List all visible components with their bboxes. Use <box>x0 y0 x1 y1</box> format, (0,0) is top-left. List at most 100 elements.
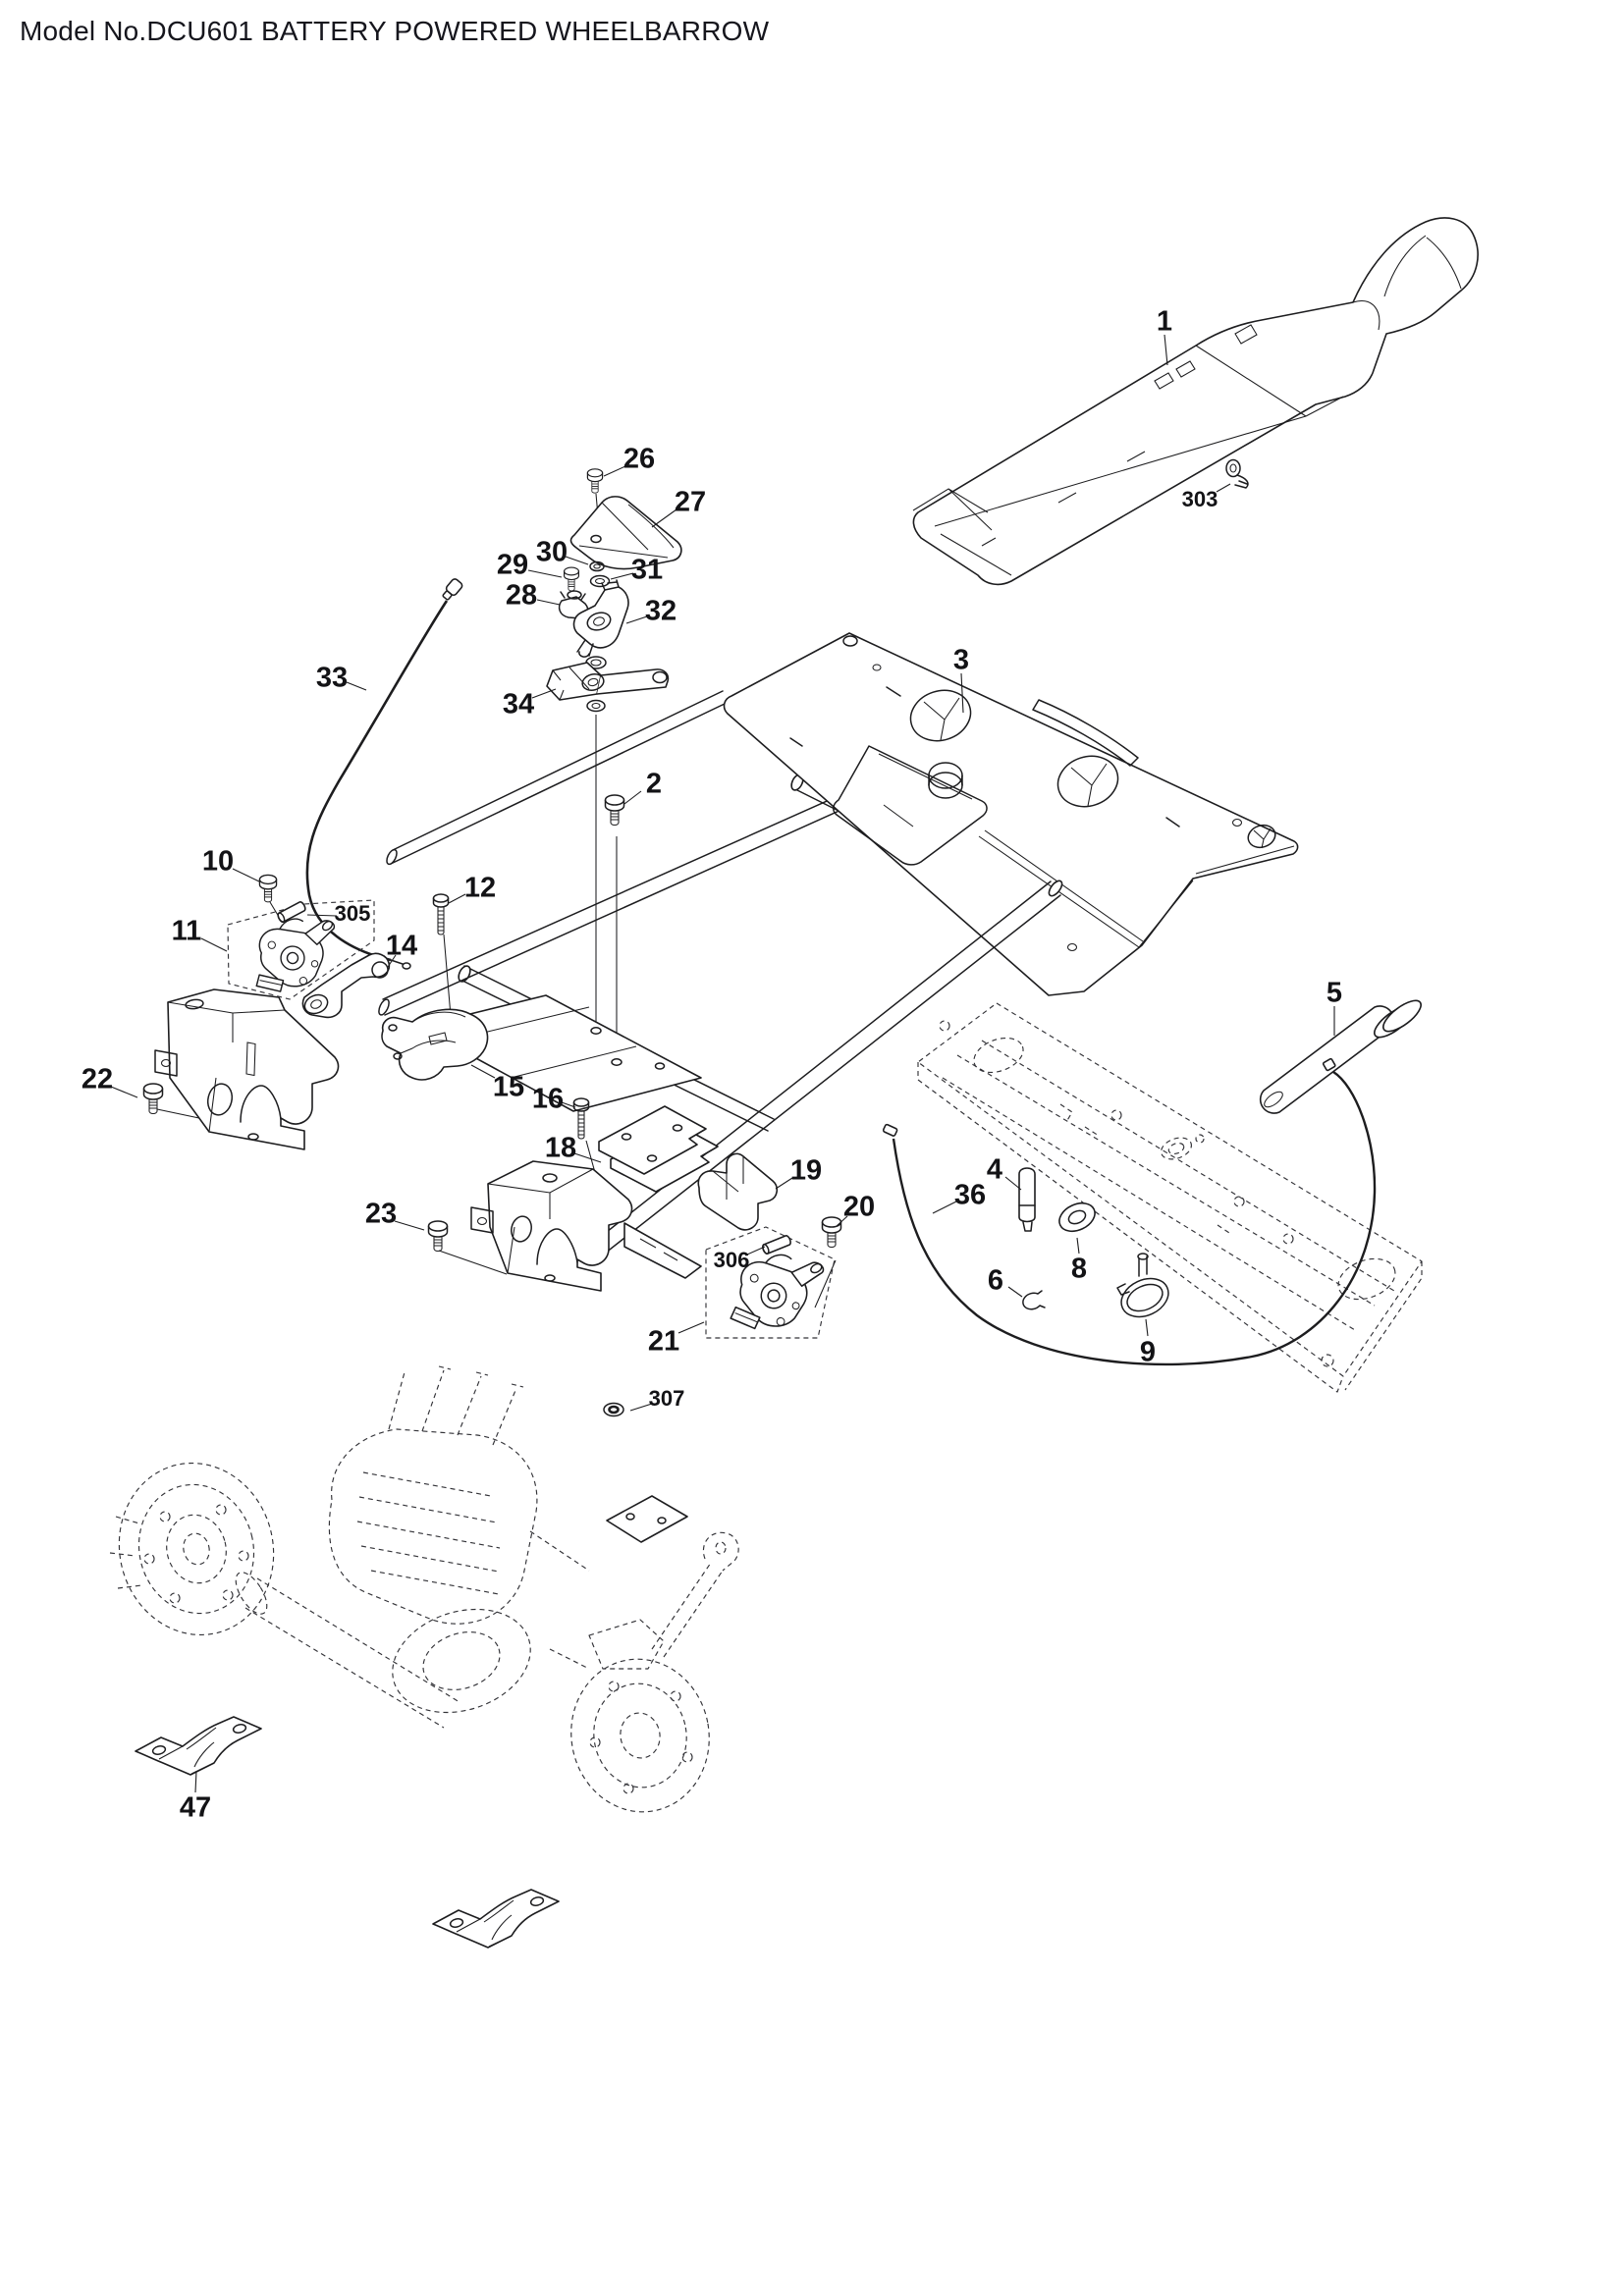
part-callout-34: 34 <box>503 688 534 720</box>
part-callout-6: 6 <box>988 1264 1003 1296</box>
leader-line-307 <box>629 1403 653 1412</box>
leader-line-4 <box>1004 1176 1022 1191</box>
leader-line-19 <box>775 1177 793 1190</box>
part-callout-21: 21 <box>648 1325 679 1357</box>
leader-line-2 <box>623 790 642 805</box>
part-19-bracket <box>697 1152 779 1231</box>
part-callout-307: 307 <box>649 1386 685 1411</box>
part-callout-1: 1 <box>1157 305 1172 337</box>
leader-line-16 <box>561 1101 576 1108</box>
part-callout-22: 22 <box>81 1063 113 1095</box>
part-34-arm <box>546 662 670 701</box>
leader-line-306 <box>746 1246 766 1255</box>
part-callout-36: 36 <box>954 1179 986 1210</box>
leader-line-21 <box>677 1321 705 1334</box>
part-30-ring <box>589 561 605 572</box>
part-10-bolt <box>258 874 278 903</box>
part-32-lever-arm <box>572 579 629 658</box>
leader-line-28 <box>536 599 561 606</box>
part-callout-29: 29 <box>497 549 528 580</box>
leader-line-14 <box>387 954 397 968</box>
part-33-cable <box>305 578 463 970</box>
part-callout-28: 28 <box>506 579 537 611</box>
part-callout-31: 31 <box>631 554 663 585</box>
middle-bracket-tower <box>470 1160 702 1292</box>
leader-line-34 <box>531 688 557 699</box>
part-14-clamp-bar <box>301 952 391 1019</box>
leader-line-32 <box>625 615 648 624</box>
part-callout-33: 33 <box>316 662 348 693</box>
frame-tube-front <box>378 773 893 1016</box>
part-26-bolt <box>586 468 604 494</box>
leader-line-20 <box>836 1215 848 1227</box>
part-8-washer <box>1058 1201 1096 1233</box>
phantom-frame-slab <box>917 1002 1423 1393</box>
leader-line-33 <box>346 681 367 691</box>
part-callout-27: 27 <box>675 486 706 517</box>
part-callout-306: 306 <box>714 1248 750 1272</box>
left-bracket-tower <box>154 988 340 1150</box>
part-callout-4: 4 <box>987 1153 1002 1185</box>
part-307-washer <box>603 1402 624 1417</box>
part-callout-8: 8 <box>1071 1253 1087 1284</box>
leader-line-18 <box>573 1152 602 1163</box>
part-callout-2: 2 <box>646 768 662 799</box>
part-306-pin <box>760 1234 793 1255</box>
leader-line-303 <box>1216 483 1231 493</box>
leader-line-31 <box>610 572 634 580</box>
part-21-brake-assembly <box>705 1226 836 1339</box>
page-title: Model No.DCU601 BATTERY POWERED WHEELBAR… <box>20 16 770 46</box>
part-callout-19: 19 <box>790 1154 822 1186</box>
leader-line-9 <box>1145 1318 1149 1337</box>
leader-line-36 <box>932 1201 957 1214</box>
part-callout-20: 20 <box>843 1191 875 1222</box>
washer-under-34 <box>586 699 606 713</box>
part-20-bolt <box>821 1216 842 1249</box>
part-callout-14: 14 <box>386 930 417 961</box>
part-29-bolt <box>564 566 582 600</box>
part-47-strap <box>135 1716 262 1776</box>
leader-line-8 <box>1076 1237 1080 1255</box>
leader-line-305 <box>306 914 338 917</box>
part-callout-18: 18 <box>545 1132 576 1163</box>
part-27-lever-cover <box>569 496 682 570</box>
part-callout-305: 305 <box>335 901 371 926</box>
leader-line-23 <box>394 1220 425 1231</box>
leader-line-26 <box>603 465 626 477</box>
leader-line-12 <box>448 893 466 904</box>
leader-line-3 <box>960 672 964 714</box>
part-callout-16: 16 <box>532 1083 564 1114</box>
part-callout-30: 30 <box>536 536 568 567</box>
part-callout-12: 12 <box>464 872 496 903</box>
part-18-plates <box>598 1105 719 1193</box>
frame-tube-rear <box>386 690 728 866</box>
part-callout-11: 11 <box>172 915 202 946</box>
part-11-brake-assembly <box>227 899 375 1000</box>
part-callout-303: 303 <box>1182 487 1218 511</box>
part-callout-5: 5 <box>1326 977 1342 1008</box>
part-3-deck-plate <box>723 632 1299 996</box>
leader-line-22 <box>110 1086 138 1098</box>
part-23-bolt <box>427 1220 449 1253</box>
part-callout-15: 15 <box>493 1071 524 1102</box>
part-callout-9: 9 <box>1140 1336 1156 1367</box>
part-callout-3: 3 <box>953 644 969 675</box>
leader-line-15 <box>470 1064 496 1079</box>
part-4-pin <box>1018 1167 1036 1232</box>
leader-line-10 <box>232 868 260 882</box>
part-15-saddle-clamp <box>381 1008 489 1081</box>
part-callout-23: 23 <box>365 1198 397 1229</box>
leader-line-29 <box>527 569 563 578</box>
part-callout-26: 26 <box>623 443 655 474</box>
leader-line-47 <box>194 1770 197 1793</box>
leader-line-1 <box>1164 334 1168 366</box>
frame-cross-plate <box>417 994 702 1112</box>
strap-47-second <box>432 1889 560 1949</box>
leader-line-11 <box>200 937 228 952</box>
leader-line-6 <box>1007 1286 1023 1298</box>
phantom-axle-assembly <box>109 1365 739 1813</box>
leader-line-27 <box>651 508 677 528</box>
